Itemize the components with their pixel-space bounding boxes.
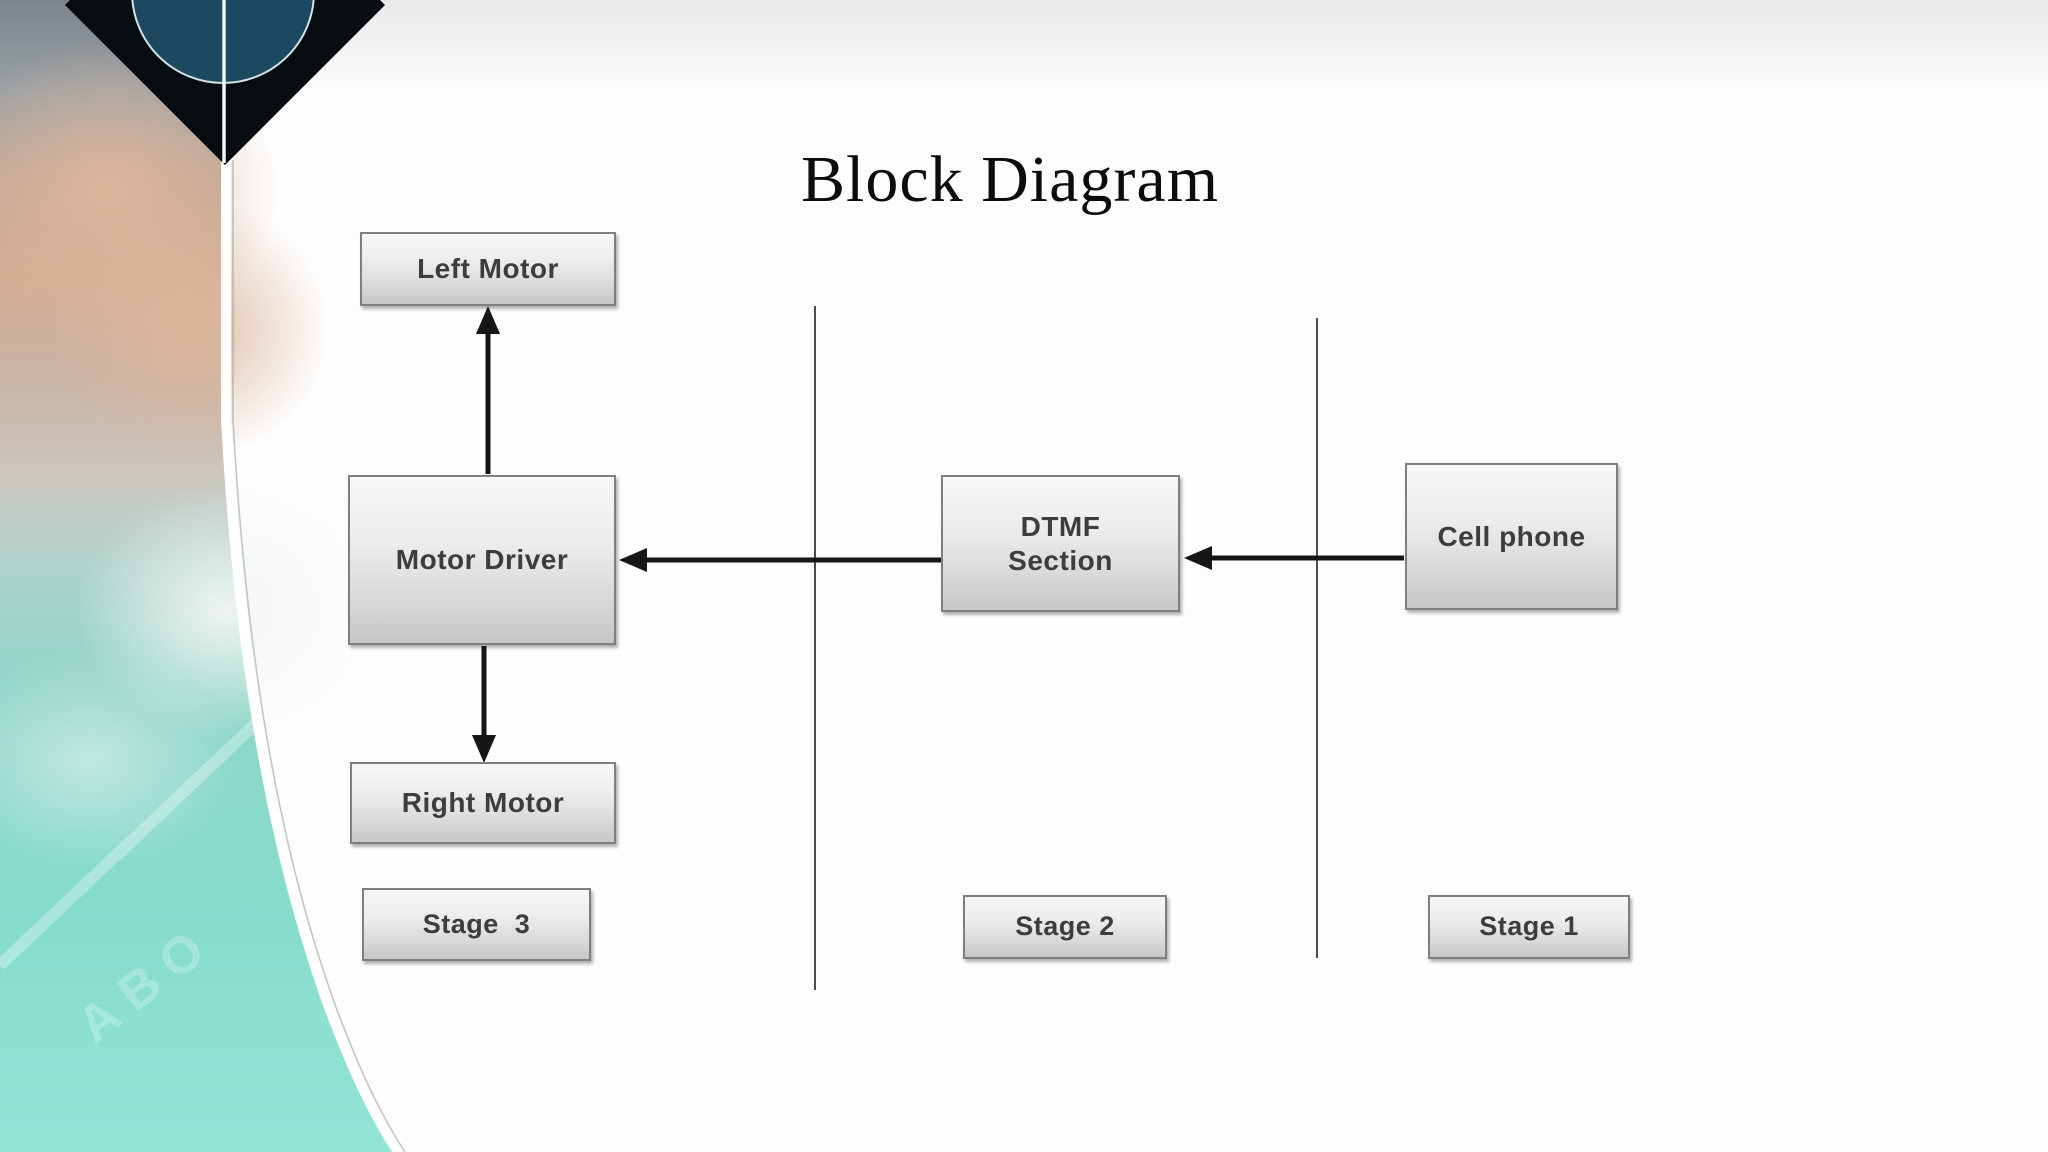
arrow-cellphone-to-dtmf [1184, 546, 1404, 570]
blur-highlight [0, 650, 240, 870]
stage-2-label: Stage 2 [963, 895, 1167, 959]
stage-3-label: Stage 3 [362, 888, 591, 961]
block-right-motor: Right Motor [350, 762, 616, 844]
curve-band [221, 160, 403, 1152]
block-left-motor: Left Motor [360, 232, 616, 306]
block-motor-driver: Motor Driver [348, 475, 616, 645]
arrow-dtmf-to-motor-driver [619, 548, 941, 572]
circuit-ridge [0, 710, 270, 970]
arrow-motor-driver-to-right-motor [472, 646, 496, 763]
finger-highlight [50, 200, 330, 460]
block-cell-phone: Cell phone [1405, 463, 1618, 610]
side-photo-decoration: ABO [0, 0, 406, 1152]
slide-title: Block Diagram [800, 143, 1220, 216]
curve-hairline [232, 160, 406, 1152]
block-dtmf-section: DTMF Section [941, 475, 1180, 612]
arrow-motor-driver-to-left-motor [476, 306, 500, 474]
stage-1-label: Stage 1 [1428, 895, 1630, 959]
